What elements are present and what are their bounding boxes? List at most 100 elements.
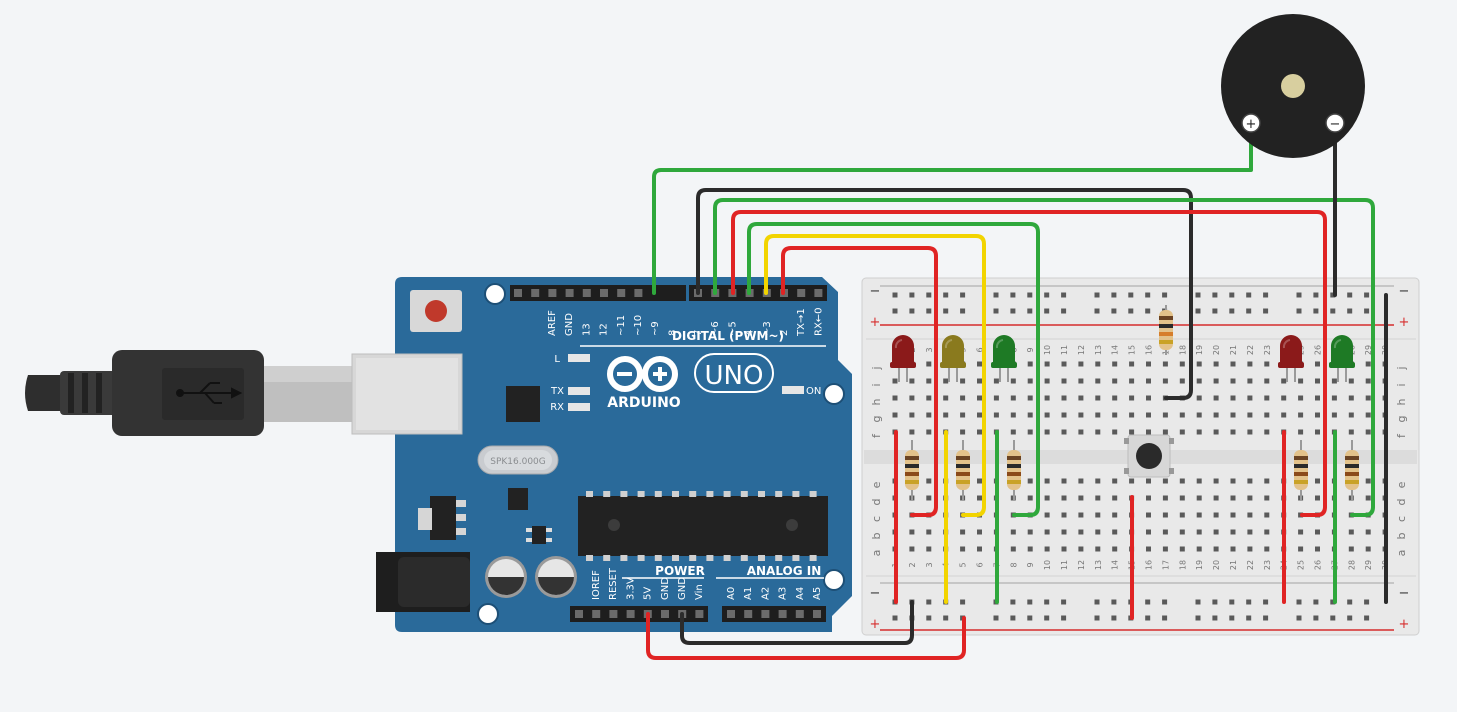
breadboard-hole[interactable] xyxy=(1146,546,1151,552)
breadboard-hole[interactable] xyxy=(1061,599,1067,605)
breadboard-hole[interactable] xyxy=(1247,495,1253,501)
breadboard-hole[interactable] xyxy=(1264,546,1270,552)
breadboard-hole[interactable] xyxy=(1027,361,1033,367)
breadboard-hole[interactable] xyxy=(1061,529,1067,535)
breadboard-hole[interactable] xyxy=(1196,395,1202,401)
breadboard-hole[interactable] xyxy=(1162,429,1168,435)
header-pin[interactable] xyxy=(814,289,823,297)
breadboard-hole[interactable] xyxy=(943,292,949,298)
breadboard-hole[interactable] xyxy=(1264,478,1270,484)
breadboard-hole[interactable] xyxy=(1196,512,1202,518)
header-pin[interactable] xyxy=(514,289,522,297)
breadboard-hole[interactable] xyxy=(1315,546,1320,552)
header-pin[interactable] xyxy=(600,289,608,297)
breadboard-hole[interactable] xyxy=(1348,378,1354,384)
breadboard-hole[interactable] xyxy=(1128,308,1134,314)
breadboard-hole[interactable] xyxy=(926,529,932,535)
breadboard-hole[interactable] xyxy=(1246,308,1252,314)
header-pin[interactable] xyxy=(548,289,557,297)
breadboard-hole[interactable] xyxy=(1281,412,1287,418)
breadboard-hole[interactable] xyxy=(1044,495,1050,501)
breadboard-hole[interactable] xyxy=(1348,546,1354,552)
breadboard-hole[interactable] xyxy=(1129,478,1135,484)
breadboard-hole[interactable] xyxy=(909,378,915,384)
breadboard-hole[interactable] xyxy=(1112,546,1118,552)
breadboard-hole[interactable] xyxy=(1095,361,1101,367)
breadboard-hole[interactable] xyxy=(1027,546,1033,552)
breadboard-hole[interactable] xyxy=(1331,395,1337,401)
breadboard-hole[interactable] xyxy=(926,378,932,384)
breadboard-hole[interactable] xyxy=(1264,412,1270,418)
breadboard-hole[interactable] xyxy=(1196,361,1202,367)
header-pin[interactable] xyxy=(582,289,591,297)
breadboard-hole[interactable] xyxy=(1213,478,1219,484)
breadboard-hole[interactable] xyxy=(1213,495,1219,501)
breadboard-hole[interactable] xyxy=(1213,361,1219,367)
breadboard-hole[interactable] xyxy=(926,615,932,621)
breadboard-hole[interactable] xyxy=(1179,412,1185,418)
breadboard-hole[interactable] xyxy=(892,412,898,418)
breadboard-hole[interactable] xyxy=(1179,361,1185,367)
breadboard-hole[interactable] xyxy=(1348,412,1354,418)
breadboard-hole[interactable] xyxy=(1078,361,1084,367)
breadboard-hole[interactable] xyxy=(1364,599,1370,605)
breadboard-hole[interactable] xyxy=(1229,599,1235,605)
breadboard-hole[interactable] xyxy=(1146,412,1151,418)
usb-cable[interactable] xyxy=(25,350,352,436)
breadboard-hole[interactable] xyxy=(1129,378,1135,384)
breadboard-hole[interactable] xyxy=(1146,429,1151,435)
breadboard-hole[interactable] xyxy=(1027,478,1033,484)
breadboard-hole[interactable] xyxy=(1315,378,1320,384)
breadboard-hole[interactable] xyxy=(1315,478,1320,484)
breadboard-hole[interactable] xyxy=(1095,378,1101,384)
breadboard-hole[interactable] xyxy=(1196,378,1202,384)
header-pin[interactable] xyxy=(565,289,574,297)
breadboard-hole[interactable] xyxy=(993,308,999,314)
breadboard-hole[interactable] xyxy=(1111,615,1117,621)
wire-yellow-pin3[interactable] xyxy=(764,234,986,517)
breadboard-hole[interactable] xyxy=(1112,412,1118,418)
breadboard-hole[interactable] xyxy=(1061,615,1067,621)
breadboard-hole[interactable] xyxy=(1095,395,1101,401)
breadboard-hole[interactable] xyxy=(1145,308,1151,314)
breadboard-hole[interactable] xyxy=(1111,308,1117,314)
breadboard-hole[interactable] xyxy=(1061,361,1067,367)
breadboard-hole[interactable] xyxy=(1044,429,1050,435)
header-pin[interactable] xyxy=(761,610,770,618)
breadboard-hole[interactable] xyxy=(993,378,999,384)
breadboard-hole[interactable] xyxy=(1347,615,1353,621)
breadboard-hole[interactable] xyxy=(1078,429,1084,435)
breadboard-hole[interactable] xyxy=(960,292,966,298)
breadboard-hole[interactable] xyxy=(1313,292,1319,298)
breadboard-hole[interactable] xyxy=(1112,478,1118,484)
breadboard-hole[interactable] xyxy=(892,615,898,621)
breadboard-hole[interactable] xyxy=(892,378,898,384)
breadboard-hole[interactable] xyxy=(1111,292,1117,298)
breadboard-hole[interactable] xyxy=(1095,429,1101,435)
breadboard-hole[interactable] xyxy=(993,292,999,298)
breadboard-hole[interactable] xyxy=(926,412,932,418)
breadboard-hole[interactable] xyxy=(1230,429,1236,435)
breadboard-hole[interactable] xyxy=(1146,378,1151,384)
breadboard-hole[interactable] xyxy=(1230,529,1236,535)
breadboard-hole[interactable] xyxy=(1213,529,1219,535)
breadboard-hole[interactable] xyxy=(1010,429,1016,435)
breadboard-hole[interactable] xyxy=(1230,478,1236,484)
breadboard-hole[interactable] xyxy=(1213,429,1219,435)
breadboard-hole[interactable] xyxy=(1129,395,1135,401)
breadboard-hole[interactable] xyxy=(1128,292,1134,298)
breadboard-hole[interactable] xyxy=(977,495,982,501)
breadboard-hole[interactable] xyxy=(1196,412,1202,418)
arduino-uno-board[interactable]: SPK16.000G xyxy=(351,277,852,632)
breadboard-hole[interactable] xyxy=(1330,292,1336,298)
breadboard-hole[interactable] xyxy=(1112,361,1118,367)
resistor[interactable] xyxy=(1007,440,1021,500)
breadboard-hole[interactable] xyxy=(1162,412,1168,418)
breadboard-hole[interactable] xyxy=(1146,395,1151,401)
breadboard-hole[interactable] xyxy=(1010,412,1016,418)
breadboard-hole[interactable] xyxy=(1365,378,1371,384)
breadboard-hole[interactable] xyxy=(1196,495,1202,501)
breadboard-hole[interactable] xyxy=(1078,412,1084,418)
breadboard-hole[interactable] xyxy=(926,478,932,484)
piezo-buzzer[interactable]: + − xyxy=(1221,14,1365,158)
